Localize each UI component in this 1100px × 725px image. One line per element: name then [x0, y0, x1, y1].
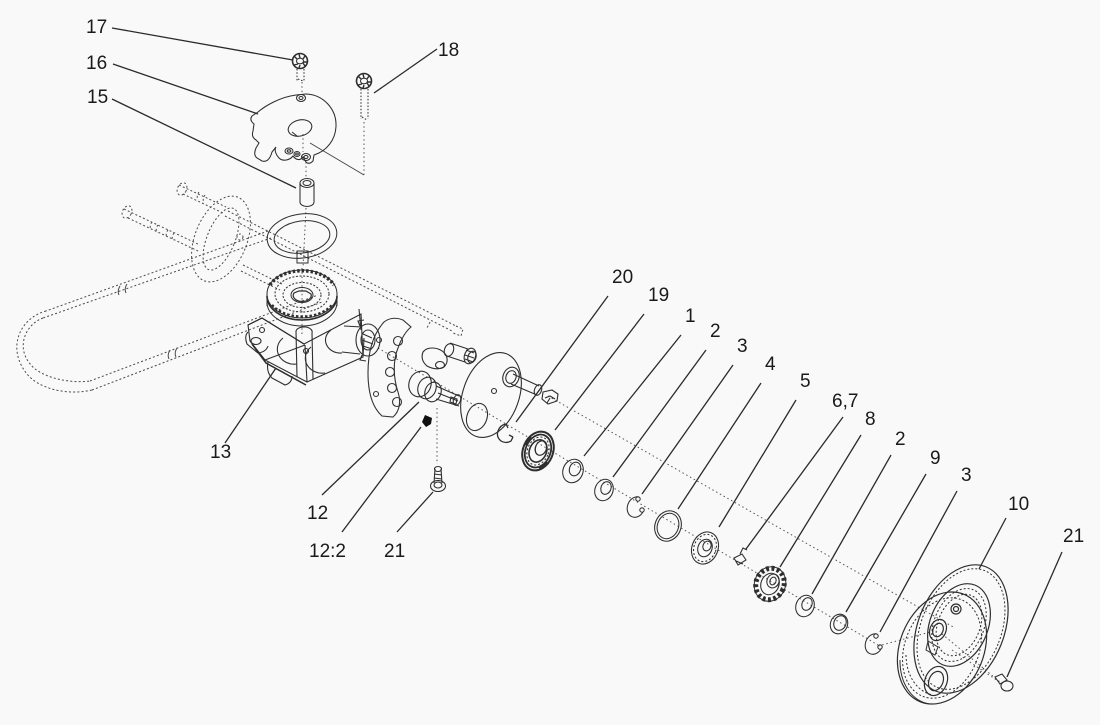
svg-text:3: 3: [737, 336, 748, 357]
svg-text:18: 18: [438, 40, 459, 61]
svg-text:4: 4: [765, 354, 776, 375]
svg-text:17: 17: [86, 17, 107, 38]
svg-text:8: 8: [865, 409, 876, 430]
svg-text:19: 19: [648, 285, 669, 306]
svg-text:12:2: 12:2: [309, 541, 346, 562]
svg-text:1: 1: [685, 306, 696, 327]
svg-text:15: 15: [87, 87, 108, 108]
svg-text:12: 12: [307, 503, 328, 524]
svg-text:21: 21: [1063, 526, 1084, 547]
svg-text:2: 2: [895, 429, 906, 450]
svg-text:21: 21: [384, 541, 405, 562]
svg-text:3: 3: [961, 465, 972, 486]
svg-text:2: 2: [710, 321, 721, 342]
svg-text:13: 13: [210, 442, 231, 463]
svg-text:6,7: 6,7: [832, 391, 858, 412]
svg-text:9: 9: [930, 448, 941, 469]
svg-text:20: 20: [612, 267, 633, 288]
svg-text:5: 5: [800, 371, 811, 392]
svg-text:16: 16: [86, 53, 107, 74]
svg-text:10: 10: [1008, 494, 1029, 515]
